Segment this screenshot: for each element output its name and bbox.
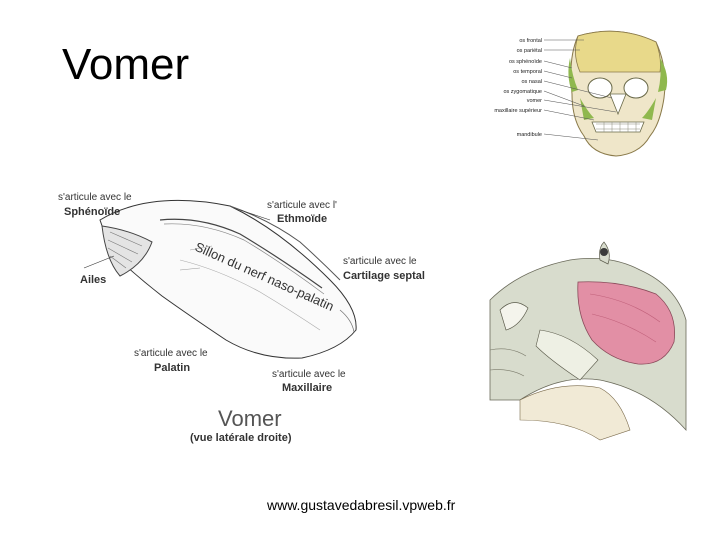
skull-label-maxillaire: maxillaire supérieur	[494, 108, 542, 114]
skull-label-frontal: os frontal	[519, 38, 542, 44]
cartilage-prefix: s'articule avec le	[343, 256, 417, 267]
sphenoide-prefix: s'articule avec le	[58, 192, 132, 203]
skull-label-vomer: vomer	[527, 98, 542, 104]
skull-label-nasal: os nasal	[522, 79, 543, 85]
skull-label-zygomatique: os zygomatique	[503, 89, 542, 95]
ethmoide-name: Ethmoïde	[277, 213, 327, 225]
skull-label-temporal: os temporal	[513, 69, 542, 75]
ethmoide-prefix: s'articule avec l'	[267, 200, 337, 211]
palatin-prefix: s'articule avec le	[134, 348, 208, 359]
nasal-cavity-illustration	[489, 241, 687, 441]
palatin-name: Palatin	[154, 362, 190, 374]
maxillaire-name: Maxillaire	[282, 382, 332, 394]
slide-footer-url: www.gustavedabresil.vpweb.fr	[267, 497, 456, 513]
sphenoide-name: Sphénoïde	[64, 206, 120, 218]
skull-leader-lines	[543, 39, 617, 141]
skull-drawing	[568, 30, 668, 157]
skull-label-sphenoide: os sphénoïde	[509, 59, 542, 65]
vomer-caption-title: Vomer	[218, 406, 282, 431]
slide-title: Vomer	[62, 40, 190, 89]
nasal-illustration-drawing	[489, 241, 687, 441]
maxillaire-prefix: s'articule avec le	[272, 369, 346, 380]
cartilage-name: Cartilage septal	[343, 270, 425, 282]
vomer-leader-lines	[83, 209, 271, 269]
skull-label-mandibule: mandibule	[517, 132, 542, 138]
vomer-caption-subtitle: (vue latérale droite)	[190, 432, 292, 444]
skull-diagram: os frontal os pariétal os sphénoïde os t…	[494, 30, 668, 157]
ailes-label: Ailes	[80, 274, 106, 286]
skull-label-parietal: os pariétal	[517, 48, 542, 54]
vomer-lateral-diagram: s'articule avec le Sphénoïde s'articule …	[58, 192, 425, 444]
vomer-bone-drawing	[99, 199, 357, 359]
